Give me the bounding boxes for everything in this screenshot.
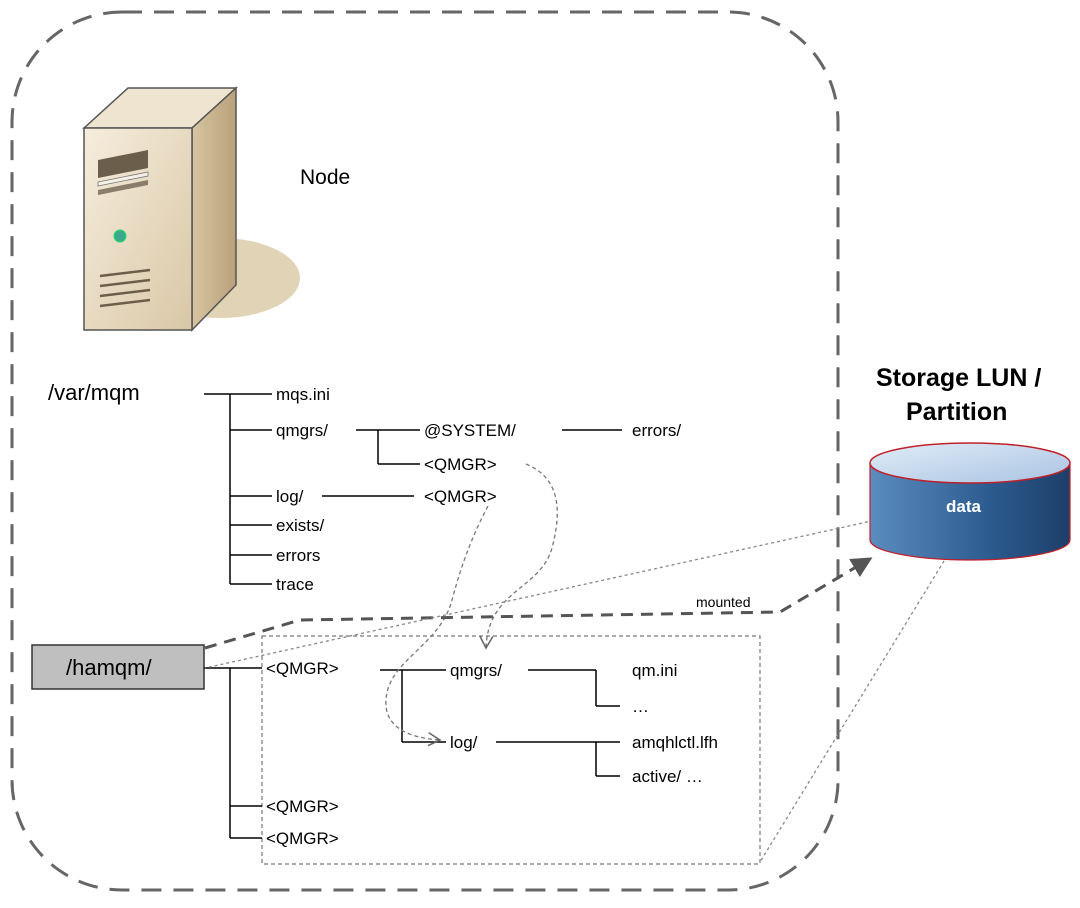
log-to-hamqm-arrow bbox=[385, 505, 489, 747]
var-child-qmgrs: qmgrs/ bbox=[276, 421, 328, 440]
data-to-hamqm-line bbox=[204, 504, 945, 669]
var-mqm-root: /var/mqm bbox=[48, 380, 140, 405]
hamqm-box bbox=[31, 644, 205, 690]
storage-title-line1: Storage LUN / bbox=[876, 364, 1041, 392]
server-tower-icon bbox=[82, 86, 300, 332]
hamqm-qmgr-3: <QMGR> bbox=[266, 829, 339, 848]
qmgrs-to-hamqm-arrow bbox=[479, 463, 558, 650]
log-child-amqhlctl: amqhlctl.lfh bbox=[632, 733, 718, 752]
qmgr-child-log: log/ bbox=[450, 733, 478, 752]
mounted-arrow bbox=[204, 557, 873, 650]
node-boundary bbox=[10, 10, 840, 892]
var-child-exists: exists/ bbox=[276, 516, 324, 535]
data-to-box-line bbox=[759, 524, 967, 863]
var-child-log: log/ bbox=[276, 487, 304, 506]
storage-cylinder-icon bbox=[869, 442, 1071, 561]
log-child-active: active/ … bbox=[632, 767, 703, 786]
hamqm-qmgr-1: <QMGR> bbox=[266, 659, 339, 678]
node-label: Node bbox=[300, 166, 350, 189]
qmgrs-child-ellipsis: … bbox=[632, 697, 649, 716]
log-child-qmgr: <QMGR> bbox=[424, 487, 497, 506]
storage-data-label: data bbox=[946, 497, 982, 516]
var-child-mqs-ini: mqs.ini bbox=[276, 385, 330, 404]
hamqm-qmgr-2: <QMGR> bbox=[266, 797, 339, 816]
storage-title-line2: Partition bbox=[906, 398, 1007, 426]
var-mqm-tree-lines bbox=[204, 393, 622, 585]
mounted-label: mounted bbox=[696, 594, 750, 610]
hamqm-root: /hamqm/ bbox=[66, 655, 152, 680]
qmgrs-child-system: @SYSTEM/ bbox=[424, 421, 516, 440]
var-child-trace: trace bbox=[276, 575, 314, 594]
qmgr-child-qmgrs: qmgrs/ bbox=[450, 661, 502, 680]
qmgrs-child-qmgr: <QMGR> bbox=[424, 455, 497, 474]
var-child-errors: errors bbox=[276, 546, 320, 565]
qmgrs-child-qm-ini: qm.ini bbox=[632, 661, 677, 680]
hamqm-tree-lines bbox=[204, 667, 620, 839]
system-child-errors: errors/ bbox=[632, 421, 681, 440]
qmgr-detail-box bbox=[261, 635, 761, 865]
